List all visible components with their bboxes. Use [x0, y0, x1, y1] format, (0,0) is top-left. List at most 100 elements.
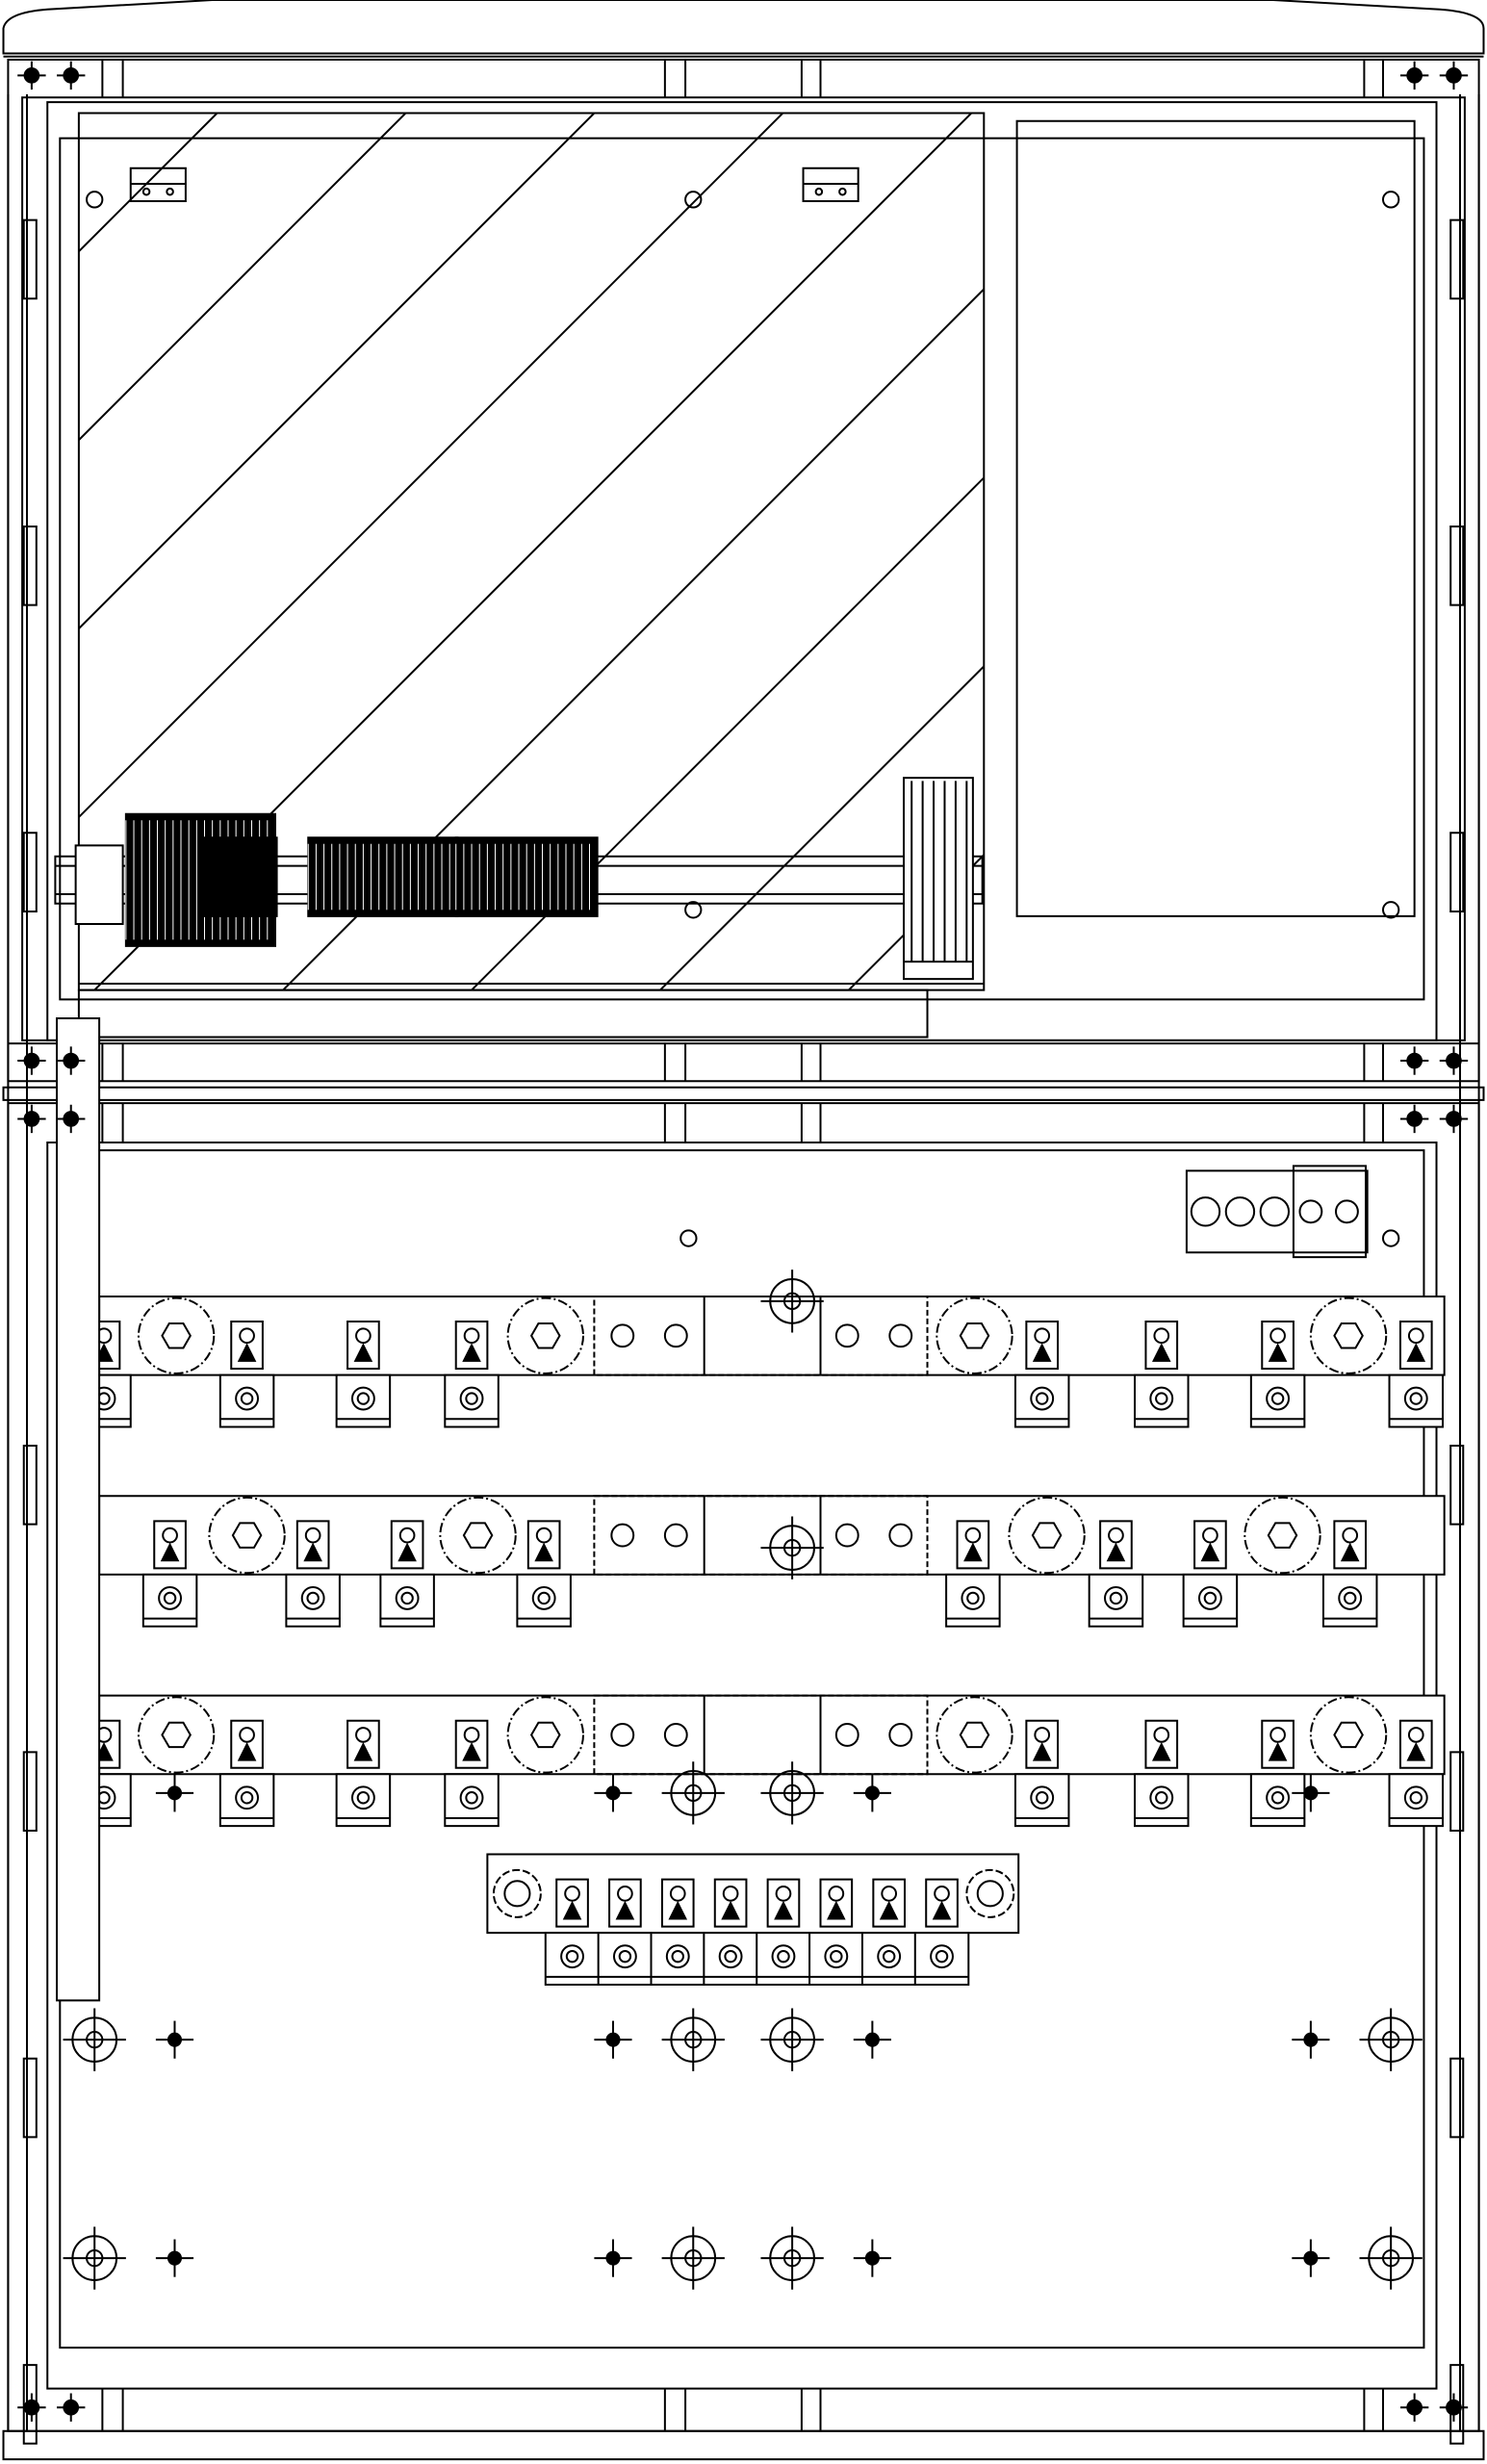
terminal-block-group	[456, 837, 598, 916]
hatch-line	[0, 63, 456, 1006]
mounting-point	[662, 2226, 725, 2289]
busbar-hole	[889, 1724, 911, 1746]
cable-clamp-base	[445, 1774, 499, 1826]
screw	[17, 1105, 45, 1133]
bolt-hex	[209, 1498, 284, 1573]
terminal-block-group	[308, 837, 457, 916]
screw	[1440, 1046, 1468, 1074]
busbar-hole	[665, 1324, 687, 1347]
hatch-line	[1398, 63, 1487, 1006]
busbar-hole	[836, 1724, 859, 1746]
cable-clamp	[768, 1880, 800, 1927]
cable-clamp-base	[1251, 1774, 1305, 1826]
mounting-point	[156, 1774, 193, 1811]
hatch-line	[0, 63, 645, 1006]
mounting-hole	[1383, 192, 1398, 207]
neutral-bar	[487, 1855, 1018, 1986]
mounting-point	[594, 1774, 631, 1811]
cable-clamp-base	[337, 1774, 391, 1826]
side-profile-notch	[1450, 220, 1463, 299]
screw	[1400, 62, 1428, 90]
side-profiles	[8, 94, 1478, 2444]
mounting-point	[1292, 1774, 1329, 1811]
mounting-point	[594, 2240, 631, 2277]
side-profile-notch	[24, 2059, 37, 2138]
cable-clamp-base	[756, 1933, 810, 1985]
hatch-line	[0, 63, 79, 1006]
cable-clamp-base	[704, 1933, 757, 1985]
mounting-point	[854, 2021, 891, 2059]
cable-clamp-base	[1135, 1375, 1189, 1427]
cable-clamp-base	[1184, 1575, 1238, 1627]
mounting-point	[760, 2009, 823, 2071]
door-handle-bar[interactable]	[57, 1018, 99, 2000]
cable-clamp	[347, 1721, 379, 1768]
screw	[17, 1046, 45, 1074]
busbar-hole	[611, 1525, 633, 1547]
cable-clamp-base	[1015, 1774, 1069, 1826]
mounting-point	[760, 2226, 823, 2289]
cable-clamp-base	[1323, 1575, 1377, 1627]
top-cap	[4, 0, 1484, 57]
cable-clamp-base	[517, 1575, 571, 1627]
side-profile-notch	[24, 1446, 37, 1525]
cable-clamp	[662, 1880, 694, 1927]
side-profile-notch	[24, 526, 37, 605]
screw	[17, 62, 45, 90]
cable-clamp-base	[1390, 1375, 1444, 1427]
cable-clamp	[1334, 1521, 1366, 1568]
mounting-point	[1360, 2009, 1423, 2071]
mounting-point	[854, 1774, 891, 1811]
cable-clamp	[1026, 1721, 1058, 1768]
mounting-hole	[87, 192, 102, 207]
cable-clamp	[231, 1721, 263, 1768]
busbar-hole	[611, 1724, 633, 1746]
corner-screws	[17, 62, 1468, 2422]
hinge-bracket	[131, 168, 186, 201]
mounting-point	[760, 1761, 823, 1824]
hatch-line	[0, 63, 268, 1006]
side-profile-notch	[1450, 1752, 1463, 1831]
cable-clamp-base	[220, 1375, 274, 1427]
bolt-hex	[440, 1498, 515, 1573]
busbar-hole	[665, 1724, 687, 1746]
screw	[57, 1105, 85, 1133]
cable-clamp-base	[1015, 1375, 1069, 1427]
cable-clamp	[556, 1880, 588, 1927]
hatch-line	[1210, 63, 1487, 1006]
screw	[1400, 2394, 1428, 2422]
cable-clamp-base	[1090, 1575, 1143, 1627]
cable-clamp	[1400, 1322, 1432, 1369]
bolt-hex	[139, 1697, 214, 1772]
bolt-hex	[1244, 1498, 1320, 1573]
screw	[17, 2394, 45, 2422]
cable-clamp	[1400, 1721, 1432, 1768]
cable-clamp	[528, 1521, 560, 1568]
mounting-point	[760, 1517, 823, 1579]
cable-clamp	[347, 1322, 379, 1369]
busbar-hole	[889, 1324, 911, 1347]
bolt-hex	[936, 1298, 1012, 1373]
cable-clamp-base	[809, 1933, 863, 1985]
hatch-line	[0, 63, 833, 1006]
cable-clamp	[1026, 1322, 1058, 1369]
mounting-point	[156, 2240, 193, 2277]
side-profile-notch	[24, 833, 37, 911]
cable-clamp	[821, 1880, 853, 1927]
screw	[57, 2394, 85, 2422]
terminal-block-group	[205, 837, 277, 916]
top-right-terminal	[1187, 1166, 1368, 1257]
mounting-point	[594, 2021, 631, 2059]
side-profile-notch	[1450, 833, 1463, 911]
mounting-hole	[685, 902, 701, 917]
cable-clamp-base	[652, 1933, 705, 1985]
cable-clamp-base	[1135, 1774, 1189, 1826]
mounting-point	[64, 2009, 126, 2071]
mounting-point	[156, 2021, 193, 2059]
busbar-hole	[665, 1525, 687, 1547]
busbar	[77, 1696, 1444, 1827]
cable-clamp	[1145, 1322, 1177, 1369]
cable-clamp-base	[915, 1933, 969, 1985]
side-profile-notch	[24, 1752, 37, 1831]
cable-clamp	[392, 1521, 423, 1568]
